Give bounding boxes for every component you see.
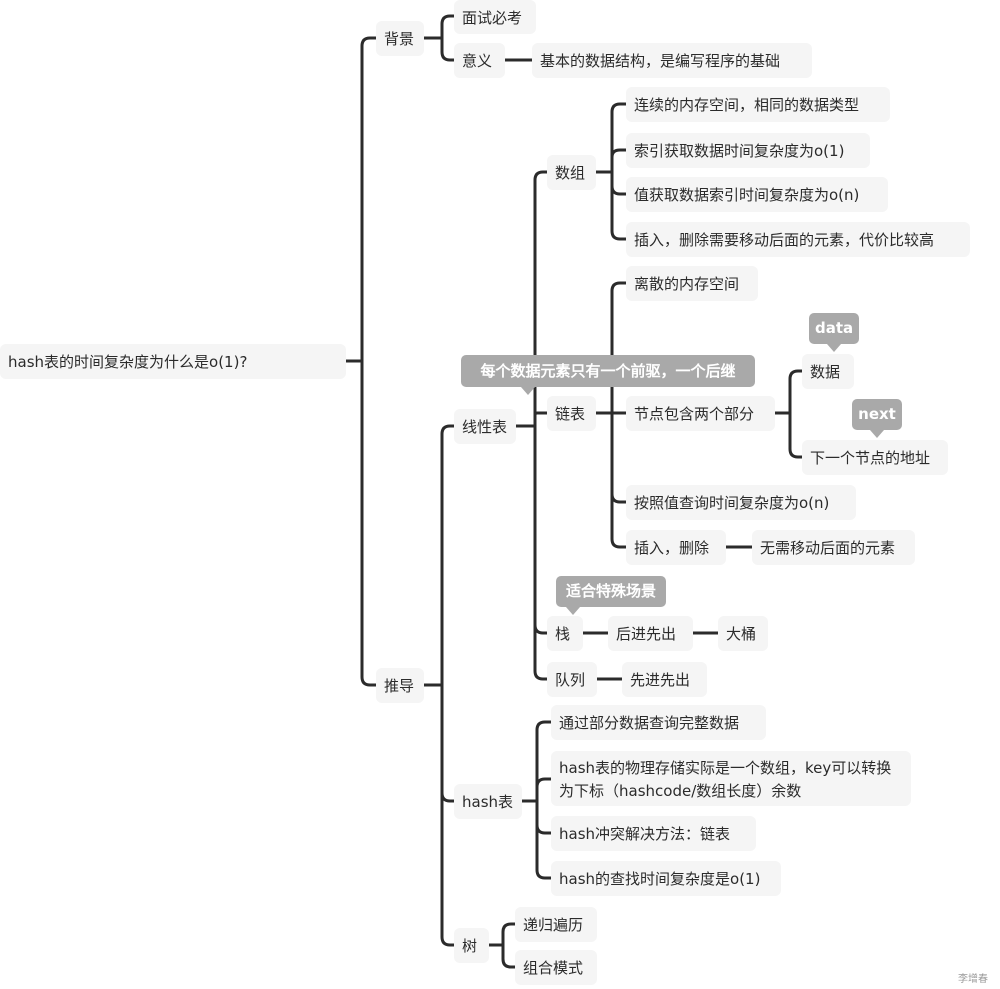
topic-node-two-parts[interactable]: 节点包含两个部分 — [626, 396, 775, 431]
node-part-data[interactable]: 数据 — [802, 354, 854, 389]
topic-tree[interactable]: 树 — [454, 928, 489, 963]
linked-list-discrete-memory[interactable]: 离散的内存空间 — [626, 266, 758, 301]
stack-callout-text: 适合特殊场景 — [565, 582, 656, 600]
hash-item-1[interactable]: 通过部分数据查询完整数据 — [551, 705, 766, 740]
array-item-3[interactable]: 值获取数据索引时间复杂度为o(n) — [626, 177, 888, 212]
topic-stack[interactable]: 栈 — [547, 616, 583, 651]
queue-fifo[interactable]: 先进先出 — [622, 662, 707, 697]
tree-composite-pattern[interactable]: 组合模式 — [515, 950, 597, 985]
topic-linear-list[interactable]: 线性表 — [454, 409, 516, 444]
callout-pointer-icon — [870, 430, 884, 438]
topic-linked-list[interactable]: 链表 — [547, 396, 596, 431]
linked-list-insert-delete[interactable]: 插入，删除 — [626, 530, 726, 565]
callout-pointer-icon — [521, 387, 535, 395]
topic-array[interactable]: 数组 — [547, 155, 596, 190]
topic-background[interactable]: 背景 — [376, 21, 424, 56]
next-callout: next — [852, 399, 902, 438]
tree-recursive-traversal[interactable]: 递归遍历 — [515, 907, 597, 942]
topic-interview-must[interactable]: 面试必考 — [454, 0, 536, 34]
data-callout-text: data — [815, 319, 854, 337]
watermark: 李增春 — [958, 974, 988, 985]
array-item-2[interactable]: 索引获取数据时间复杂度为o(1) — [626, 133, 870, 168]
hash-item-2[interactable]: hash表的物理存储实际是一个数组，key可以转换为下标（hashcode/数组… — [551, 751, 911, 806]
callout-pointer-icon — [566, 607, 580, 615]
topic-queue[interactable]: 队列 — [547, 662, 597, 697]
node-part-next-address[interactable]: 下一个节点的地址 — [802, 440, 948, 475]
hash-item-4[interactable]: hash的查找时间复杂度是o(1) — [551, 861, 781, 896]
next-callout-text: next — [858, 405, 896, 423]
linear-list-callout: 每个数据元素只有一个前驱，一个后继 — [461, 355, 755, 395]
topic-meaning-detail[interactable]: 基本的数据结构，是编写程序的基础 — [532, 43, 812, 78]
callout-pointer-icon — [827, 344, 841, 352]
linear-list-callout-text: 每个数据元素只有一个前驱，一个后继 — [480, 362, 736, 380]
stack-lifo[interactable]: 后进先出 — [608, 616, 693, 651]
stack-example-bucket[interactable]: 大桶 — [718, 616, 768, 651]
topic-derivation[interactable]: 推导 — [376, 668, 424, 703]
topic-hash-table[interactable]: hash表 — [454, 784, 522, 819]
hash-item-3[interactable]: hash冲突解决方法：链表 — [551, 816, 756, 851]
topic-meaning[interactable]: 意义 — [454, 43, 505, 78]
array-item-1[interactable]: 连续的内存空间，相同的数据类型 — [626, 87, 890, 122]
array-item-4[interactable]: 插入，删除需要移动后面的元素，代价比较高 — [626, 222, 970, 257]
root-topic[interactable]: hash表的时间复杂度为什么是o(1)? — [0, 344, 346, 379]
stack-callout: 适合特殊场景 — [556, 576, 666, 615]
linked-list-no-move[interactable]: 无需移动后面的元素 — [752, 530, 915, 565]
data-callout: data — [809, 313, 859, 352]
linked-list-lookup[interactable]: 按照值查询时间复杂度为o(n) — [626, 485, 856, 520]
